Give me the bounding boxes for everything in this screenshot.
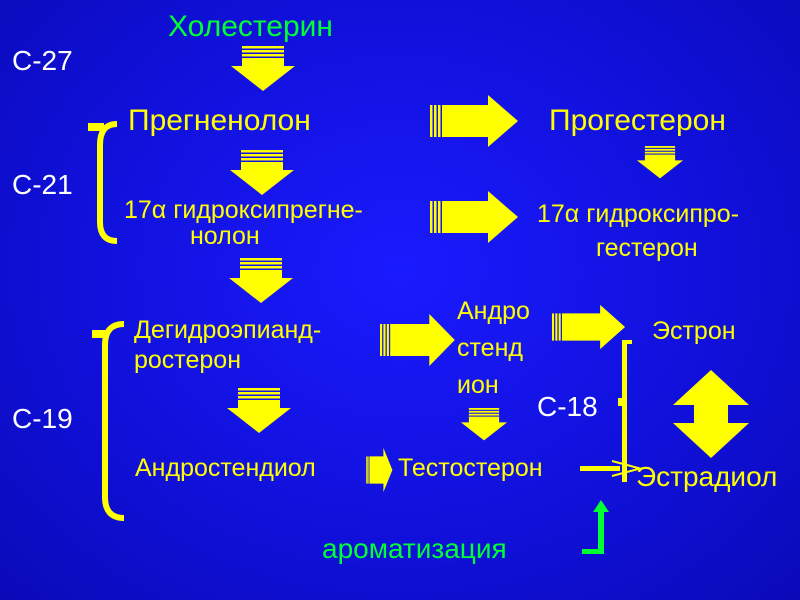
title-cholesterol: Холестерин (168, 10, 333, 43)
arrow-hydroxypregnenolone-to-hydroxyprogesterone (430, 191, 518, 243)
arrow-cholesterol-to-pregnenolone (231, 46, 295, 91)
node-hydroxyprogesterone-line2: гестерон (596, 234, 698, 262)
node-hydroxypregnenolone-line1: 17α гидроксипрегне- (124, 196, 363, 224)
c21-bracket (97, 121, 118, 244)
double-arrow-estrone-estradiol (673, 370, 749, 458)
carbon-label-c18: С-18 (537, 391, 598, 422)
c18-bracket (618, 340, 632, 482)
arrow-pregnenolone-to-progesterone (430, 95, 518, 147)
arrow-hydroxypregnenolone-to-dhea (229, 258, 293, 303)
arrow-androstenediol-to-testosterone (366, 447, 393, 493)
node-androstenedione-line1: Андро (457, 297, 530, 325)
node-pregnenolone: Прегненолон (128, 104, 311, 137)
node-androstenediol: Андростендиол (135, 454, 316, 482)
arrow-pregnenolone-to-hydroxypregnenolone (230, 150, 294, 195)
carbon-label-c21: С-21 (12, 169, 73, 200)
aromatization-arrow (582, 500, 609, 554)
node-testosterone: Тестостерон (398, 454, 543, 482)
node-hydroxyprogesterone-line1: 17α гидроксипро- (537, 200, 740, 228)
arrow-progesterone-to-hydroxyprogesterone (636, 146, 684, 179)
node-estrone: Эстрон (652, 317, 736, 345)
arrow-testosterone-to-estradiol (580, 460, 644, 477)
node-androstenedione-line2: стенд (457, 334, 523, 362)
arrow-androstenedione-to-estrone (552, 304, 626, 350)
carbon-label-c27: С-27 (12, 45, 73, 76)
arrow-dhea-to-androstenedione (380, 314, 455, 366)
node-dhea-line1: Дегидроэпианд- (134, 316, 322, 344)
carbon-label-c19: С-19 (12, 403, 73, 434)
arrow-dhea-to-androstenediol (227, 388, 291, 433)
node-progesterone: Прогестерон (549, 104, 726, 137)
node-hydroxypregnenolone-line2: нолон (190, 222, 260, 250)
c19-bracket (102, 321, 125, 521)
node-dhea-line2: ростерон (134, 346, 241, 374)
node-estradiol: Эстрадиол (636, 461, 778, 492)
aromatization-label: ароматизация (322, 533, 507, 564)
node-androstenedione-line3: ион (457, 371, 499, 399)
arrow-androstenedione-to-testosterone (460, 408, 508, 441)
